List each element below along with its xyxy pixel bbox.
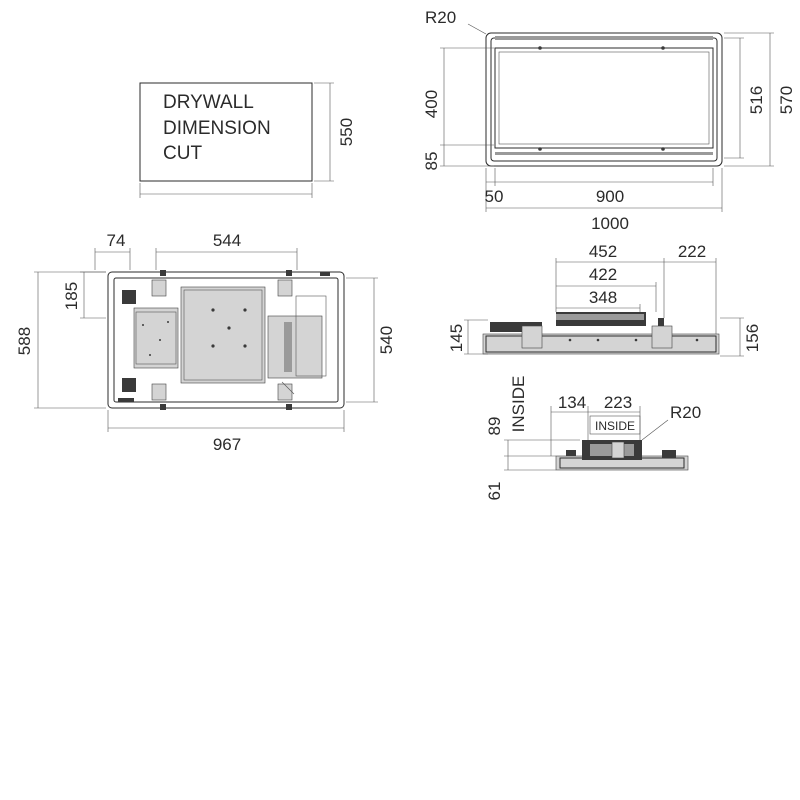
drywall-line-3: CUT — [163, 143, 202, 164]
inside-label: INSIDE — [595, 419, 635, 433]
duct-module — [267, 315, 323, 379]
side-view: 452 222 422 348 145 156 — [447, 242, 762, 357]
dim-145: 145 — [447, 324, 466, 352]
dim-540: 540 — [377, 326, 396, 354]
side-body — [482, 333, 720, 355]
plan-outer-frame — [107, 271, 345, 409]
dim-570: 570 — [777, 86, 796, 114]
dim-348: 348 — [589, 288, 617, 307]
blower-module — [180, 286, 266, 384]
drywall-height-dimension: 550 — [337, 118, 356, 146]
drywall-line-1: DRYWALL — [163, 92, 254, 113]
dim-74: 74 — [107, 231, 126, 250]
dim-516: 516 — [747, 86, 766, 114]
frame-outer — [485, 32, 723, 167]
section-view: INSIDE 134 223 R20 INSIDE 89 61 — [485, 376, 701, 501]
drywall-cut-view: DRYWALL DIMENSION CUT 550 — [139, 82, 356, 198]
drywall-cut-outline — [139, 82, 313, 182]
control-board — [133, 307, 179, 369]
dim-134: 134 — [558, 393, 586, 412]
dim-222: 222 — [678, 242, 706, 261]
dim-89: 89 — [485, 417, 504, 436]
dim-967: 967 — [213, 435, 241, 454]
dim-1000: 1000 — [591, 214, 629, 233]
dim-422: 422 — [589, 265, 617, 284]
dim-400: 400 — [422, 90, 441, 118]
dim-61: 61 — [485, 482, 504, 501]
dim-452: 452 — [589, 242, 617, 261]
drywall-line-2: DIMENSION — [163, 118, 271, 139]
inside-vertical-label: INSIDE — [509, 376, 528, 433]
frame-radius-label: R20 — [425, 8, 456, 27]
dim-85: 85 — [422, 152, 441, 171]
radius-leader — [467, 23, 487, 35]
dim-223: 223 — [604, 393, 632, 412]
dim-900: 900 — [596, 187, 624, 206]
dim-185: 185 — [62, 282, 81, 310]
dim-544: 544 — [213, 231, 241, 250]
plan-view: 74 544 185 588 540 967 — [15, 231, 396, 454]
section-radius-label: R20 — [670, 403, 701, 422]
dim-156: 156 — [743, 324, 762, 352]
top-frame-view: R20 400 85 516 570 50 900 1000 — [422, 8, 796, 233]
dim-50: 50 — [485, 187, 504, 206]
dim-588: 588 — [15, 327, 34, 355]
